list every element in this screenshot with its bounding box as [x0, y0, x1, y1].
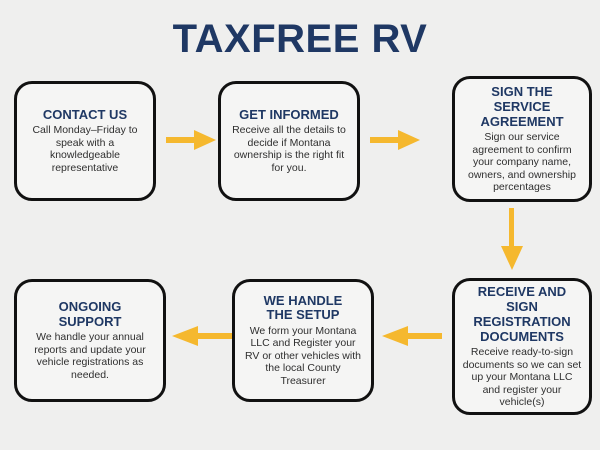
step-body: We form your Montana LLC and Register yo…	[245, 324, 361, 387]
step-title: ONGOING SUPPORT	[58, 299, 122, 329]
step-box-receive-and-sign-registration-documents: RECEIVE AND SIGN REGISTRATION DOCUMENTS …	[452, 278, 592, 415]
step-body: We handle your annual reports and update…	[34, 331, 146, 381]
step-box-sign-the-service-agreement: SIGN THE SERVICE AGREEMENT Sign our serv…	[452, 76, 592, 202]
step-body: Receive all the details to decide if Mon…	[232, 124, 346, 174]
arrow-left-icon	[172, 324, 232, 348]
step-body: Call Monday–Friday to speak with a knowl…	[32, 124, 138, 174]
arrow-right-icon	[166, 128, 216, 152]
step-title: SIGN THE SERVICE AGREEMENT	[480, 84, 564, 130]
arrow-down-icon	[498, 208, 526, 270]
step-box-contact-us: CONTACT US Call Monday–Friday to speak w…	[14, 81, 156, 201]
step-title: GET INFORMED	[239, 106, 339, 122]
step-body: Sign our service agreement to confirm yo…	[468, 131, 576, 194]
page-title: TAXFREE RV	[172, 17, 428, 61]
step-title: RECEIVE AND SIGN REGISTRATION DOCUMENTS	[473, 284, 571, 345]
step-box-ongoing-support: ONGOING SUPPORT We handle your annual re…	[14, 279, 166, 402]
step-title: CONTACT US	[42, 106, 128, 122]
step-box-we-handle-the-setup: WE HANDLE THE SETUP We form your Montana…	[232, 279, 374, 402]
arrow-left-icon	[382, 324, 442, 348]
step-body: Receive ready-to-sign documents so we ca…	[462, 346, 582, 409]
step-box-get-informed: GET INFORMED Receive all the details to …	[218, 81, 360, 201]
arrow-right-icon	[370, 128, 420, 152]
step-title: WE HANDLE THE SETUP	[263, 292, 343, 323]
